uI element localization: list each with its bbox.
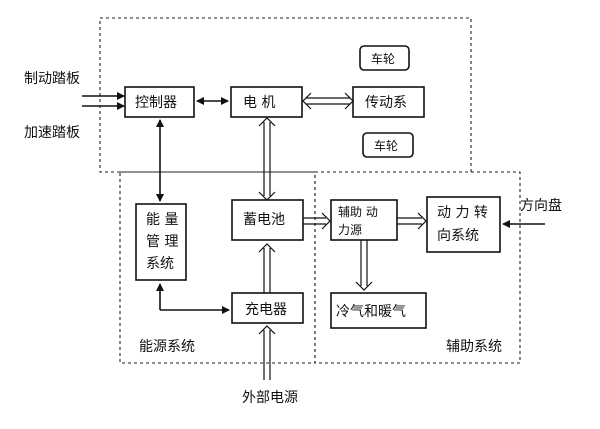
wheel-bottom-block: [362, 132, 414, 158]
energy-mgmt-label-2: 管 理: [146, 234, 178, 250]
aux-power-block: [330, 199, 398, 241]
brake-pedal-label: 制动踏板: [24, 71, 80, 87]
power-steering-label-1: 动 力 转: [437, 205, 488, 221]
steering-wheel-label: 方向盘: [520, 197, 562, 214]
external-power-arrow: [258, 325, 276, 380]
transmission-label: 传动系: [365, 95, 407, 111]
controller-label: 控制器: [135, 95, 177, 111]
energy-charger-arrow: [156, 283, 230, 314]
aux-system-label: 辅助系统: [446, 339, 502, 355]
external-power-label: 外部电源: [242, 390, 298, 406]
power-steering-block: [426, 196, 501, 253]
motor-transmission-arrow: [302, 92, 354, 110]
charger-battery-arrow: [258, 243, 276, 293]
energy-system-label: 能源系统: [139, 339, 195, 355]
motor-block: [230, 86, 303, 118]
aux-system-region: [314, 171, 521, 364]
hvac-label: 冷气和暖气: [336, 304, 406, 320]
wheel-top-label: 车轮: [371, 51, 395, 66]
accel-pedal-label: 加速踏板: [24, 125, 80, 141]
wheel-top-block: [359, 45, 410, 71]
charger-block: [231, 292, 304, 324]
energy-mgmt-label-3: 系统: [146, 256, 174, 272]
energy-mgmt-block: [135, 203, 187, 281]
charger-label: 充电器: [245, 302, 287, 318]
aux-steering-arrow: [397, 212, 427, 230]
battery-aux-arrow: [303, 212, 331, 230]
power-steering-label-2: 向系统: [437, 228, 479, 244]
controller-block: [124, 86, 195, 118]
drive-system-region: [99, 17, 472, 173]
motor-label: 电 机: [243, 95, 275, 111]
aux-power-label-2: 力源: [338, 223, 362, 237]
aux-hvac-arrow: [355, 240, 373, 291]
battery-block: [231, 199, 304, 241]
wheel-bottom-label: 车轮: [374, 138, 398, 153]
aux-power-label-1: 辅助 动: [338, 205, 378, 219]
transmission-block: [352, 86, 425, 118]
energy-mgmt-label-1: 能 量: [146, 212, 178, 228]
battery-label: 蓄电池: [243, 212, 285, 228]
motor-battery-arrow: [258, 117, 276, 201]
hvac-block: [330, 292, 427, 329]
